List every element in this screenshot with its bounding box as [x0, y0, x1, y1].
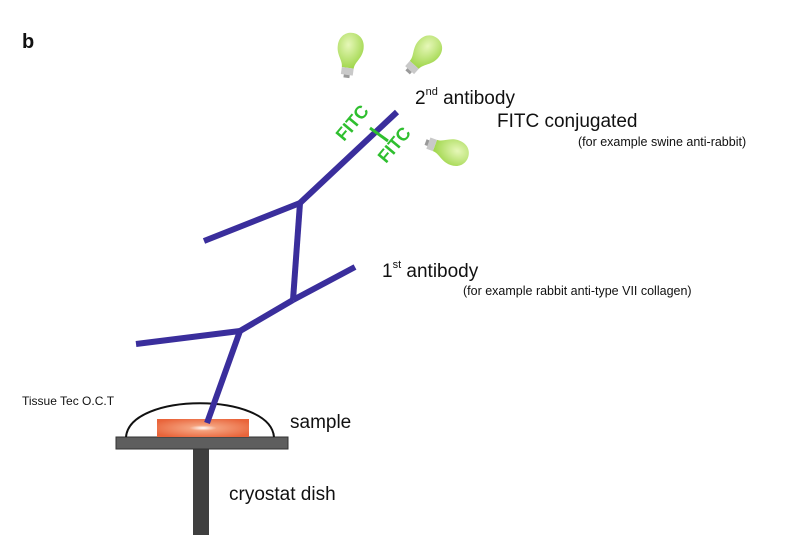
second-antibody-right-arm	[297, 109, 400, 206]
first-antibody-example: (for example rabbit anti-type VII collag…	[463, 284, 692, 298]
light-bulb-icon	[337, 32, 364, 79]
second-antibody-example: (for example swine anti-rabbit)	[578, 135, 746, 149]
light-bulb-icon	[424, 137, 469, 167]
fitc-linker	[369, 126, 389, 143]
second-antibody-label: 2nd antibody	[415, 86, 515, 109]
tissue-tec-dome	[125, 402, 275, 438]
first-antibody-stem	[204, 329, 243, 425]
second-antibody-left-arm	[202, 200, 302, 244]
fitc-conjugated-label: FITC conjugated	[497, 111, 637, 132]
tissue-tec-label: Tissue Tec O.C.T	[22, 394, 115, 408]
panel-letter: b	[22, 31, 34, 53]
dish-plate	[115, 436, 289, 450]
sample-label: sample	[290, 412, 351, 433]
first-antibody	[135, 264, 357, 425]
second-antibody-stem	[290, 202, 303, 301]
first-antibody-label: 1st antibody	[382, 259, 479, 282]
cryostat-dish-label: cryostat dish	[229, 484, 336, 505]
light-bulb-icon	[405, 35, 443, 75]
first-antibody-right-arm-inner	[238, 297, 295, 334]
second-antibody	[202, 109, 400, 301]
first-antibody-left-arm	[135, 328, 241, 347]
sample-block	[157, 419, 249, 437]
first-antibody-right-arm-outer	[291, 264, 357, 303]
dish-stem	[193, 447, 209, 535]
